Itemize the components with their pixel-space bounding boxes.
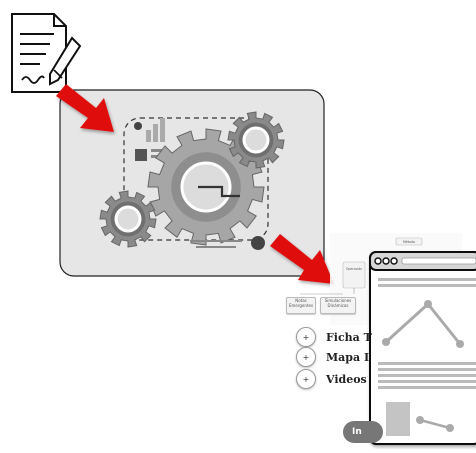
- arrow-to-process: [56, 84, 114, 132]
- plus-icon[interactable]: +: [296, 347, 316, 367]
- output-page-mockup: [369, 251, 476, 445]
- text-lines-decoration: [190, 240, 242, 248]
- list-item-ficha[interactable]: + Ficha T: [296, 326, 372, 348]
- small-gear-top-right-icon: [227, 111, 285, 169]
- list-item-label: Videos: [326, 372, 367, 386]
- list-item-label: Mapa I: [326, 350, 370, 364]
- plus-icon[interactable]: +: [296, 327, 316, 347]
- notas-label: Notas Emergentes: [288, 298, 314, 308]
- small-gear-left-icon: [99, 190, 157, 248]
- operacion-label: Operación: [346, 267, 362, 271]
- list-item-videos[interactable]: + Videos: [296, 368, 367, 390]
- simulaciones-label: Simulaciones Dinámicas: [324, 298, 352, 308]
- bar-chart-icon: [135, 118, 165, 161]
- simulaciones-box: Simulaciones Dinámicas: [320, 297, 356, 314]
- notas-emergentes-box: Notas Emergentes: [286, 297, 316, 314]
- list-item-label: Ficha T: [326, 330, 372, 344]
- arrow-to-output: [270, 234, 334, 284]
- document-pen-icon: [11, 13, 82, 93]
- clock-hands-icon: [198, 185, 240, 198]
- metodo-label: Método: [403, 240, 415, 244]
- plus-icon[interactable]: +: [296, 369, 316, 389]
- start-button[interactable]: In: [343, 421, 383, 443]
- list-item-mapa[interactable]: + Mapa I: [296, 346, 369, 368]
